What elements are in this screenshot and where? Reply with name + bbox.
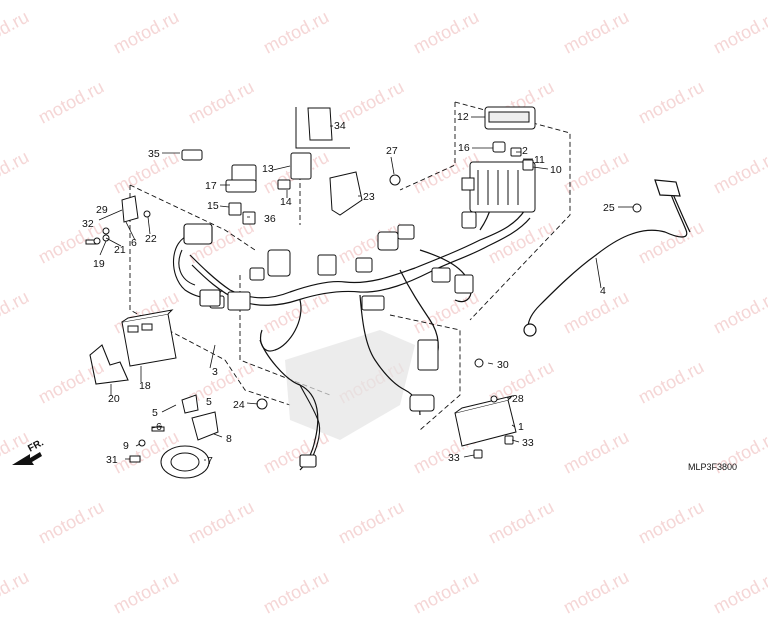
callout-24: 24 (233, 399, 245, 411)
callout-22: 22 (145, 233, 157, 245)
callout-17: 17 (205, 180, 217, 192)
callout-labels: 35 34 13 17 14 15 36 12 16 2 11 10 27 23… (82, 111, 615, 467)
diagram-code: MLP3F3800 (688, 462, 737, 472)
misc-parts (256, 171, 484, 410)
control-module-18 (121, 309, 177, 367)
regulator-1 (454, 395, 517, 459)
callout-18: 18 (139, 380, 151, 392)
left-subharness (172, 223, 223, 307)
callout-21: 21 (114, 244, 126, 256)
leader-lines (98, 116, 633, 461)
callout-2: 2 (522, 145, 528, 157)
relay-group (181, 107, 333, 225)
callout-8: 8 (226, 433, 232, 445)
callout-4: 4 (600, 285, 606, 297)
callout-23: 23 (363, 191, 375, 203)
lower-harness-3 (299, 384, 321, 468)
callout-6: 6 (131, 237, 137, 249)
shaded-region (285, 330, 415, 440)
callout-32: 32 (82, 218, 94, 230)
callout-29: 29 (96, 204, 108, 216)
callout-5-lower: 5 (152, 407, 158, 419)
callout-10: 10 (550, 164, 562, 176)
fuse-box-assembly (461, 106, 536, 213)
callout-6b-5: 6 (156, 421, 162, 433)
horn-7-8 (129, 394, 219, 479)
callout-12: 12 (457, 111, 469, 123)
callout-7: 7 (207, 455, 213, 467)
front-direction-arrow: FR. (12, 437, 46, 465)
callout-1: 1 (518, 421, 524, 433)
callout-15: 15 (207, 200, 219, 212)
callout-36: 36 (264, 213, 276, 225)
callout-25: 25 (603, 202, 615, 214)
callout-5-upper: 5 (206, 396, 212, 408)
callout-13: 13 (262, 163, 274, 175)
callout-34: 34 (334, 120, 346, 132)
front-label: FR. (26, 437, 46, 454)
callout-33-right: 33 (522, 437, 534, 449)
callout-35: 35 (148, 148, 160, 160)
callout-30: 30 (497, 359, 509, 371)
callout-19: 19 (93, 258, 105, 270)
callout-31: 31 (106, 454, 118, 466)
sensor-cable-4 (523, 179, 691, 337)
callout-11: 11 (534, 154, 545, 166)
callout-9: 9 (123, 440, 129, 452)
callout-14: 14 (280, 196, 292, 208)
callout-20: 20 (108, 393, 120, 405)
harness-connectors (209, 211, 477, 412)
mount-parts-left (85, 195, 151, 245)
callout-27: 27 (386, 145, 398, 157)
bracket-20 (89, 344, 129, 385)
wire-harness-diagram: 35 34 13 17 14 15 36 12 16 2 11 10 27 23… (12, 101, 737, 479)
bolt-25 (632, 203, 642, 213)
bracket-outline-34 (295, 107, 350, 149)
callout-33-left: 33 (448, 452, 460, 464)
callout-16: 16 (458, 142, 470, 154)
callout-3: 3 (212, 366, 218, 378)
callout-28: 28 (512, 393, 524, 405)
